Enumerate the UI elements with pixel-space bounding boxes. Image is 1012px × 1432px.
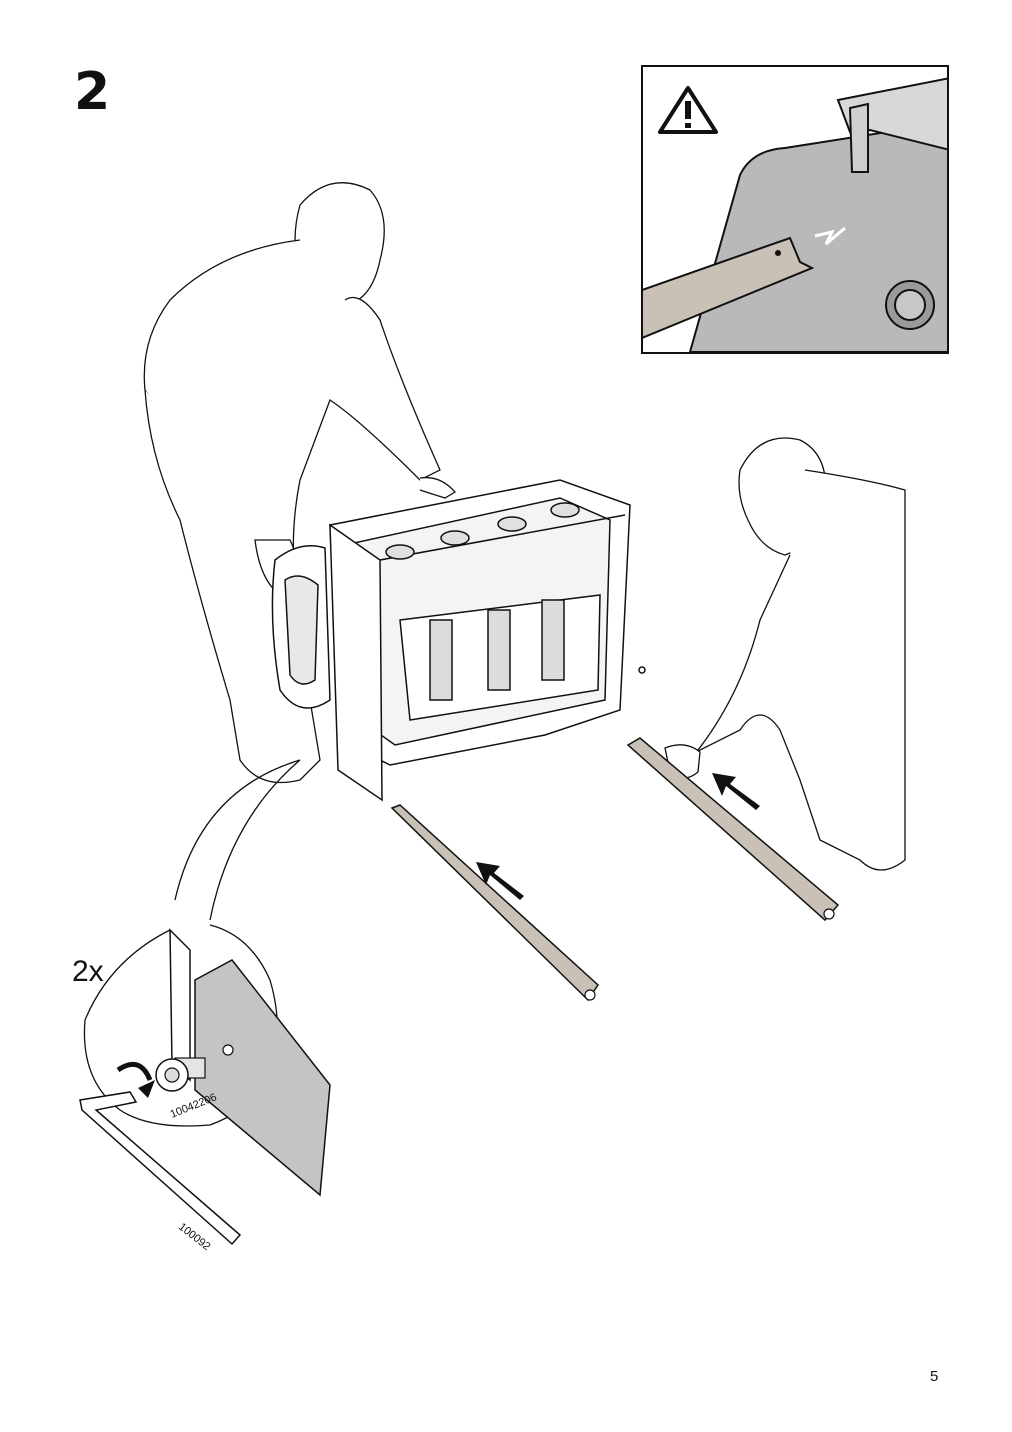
warning-detail-panel bbox=[641, 65, 949, 354]
rail-right bbox=[626, 737, 840, 922]
direction-arrow bbox=[476, 862, 524, 900]
armchair-frame bbox=[271, 479, 646, 802]
bolt-part-number: 10042206 bbox=[169, 1091, 219, 1120]
allen-key bbox=[79, 1091, 242, 1246]
allen-key-part-number: 100092 bbox=[176, 1221, 212, 1253]
detail-callout bbox=[83, 759, 301, 1127]
bolt-detail bbox=[155, 928, 331, 1197]
quantity-label: 2x bbox=[72, 955, 104, 988]
rail-left bbox=[390, 804, 599, 1002]
page-number: 5 bbox=[930, 1368, 939, 1385]
direction-arrow bbox=[712, 773, 760, 810]
person-right bbox=[664, 437, 906, 871]
step-number: 2 bbox=[74, 62, 111, 122]
warning-triangle-icon bbox=[658, 86, 718, 134]
rotation-arrow-icon bbox=[116, 1061, 155, 1098]
